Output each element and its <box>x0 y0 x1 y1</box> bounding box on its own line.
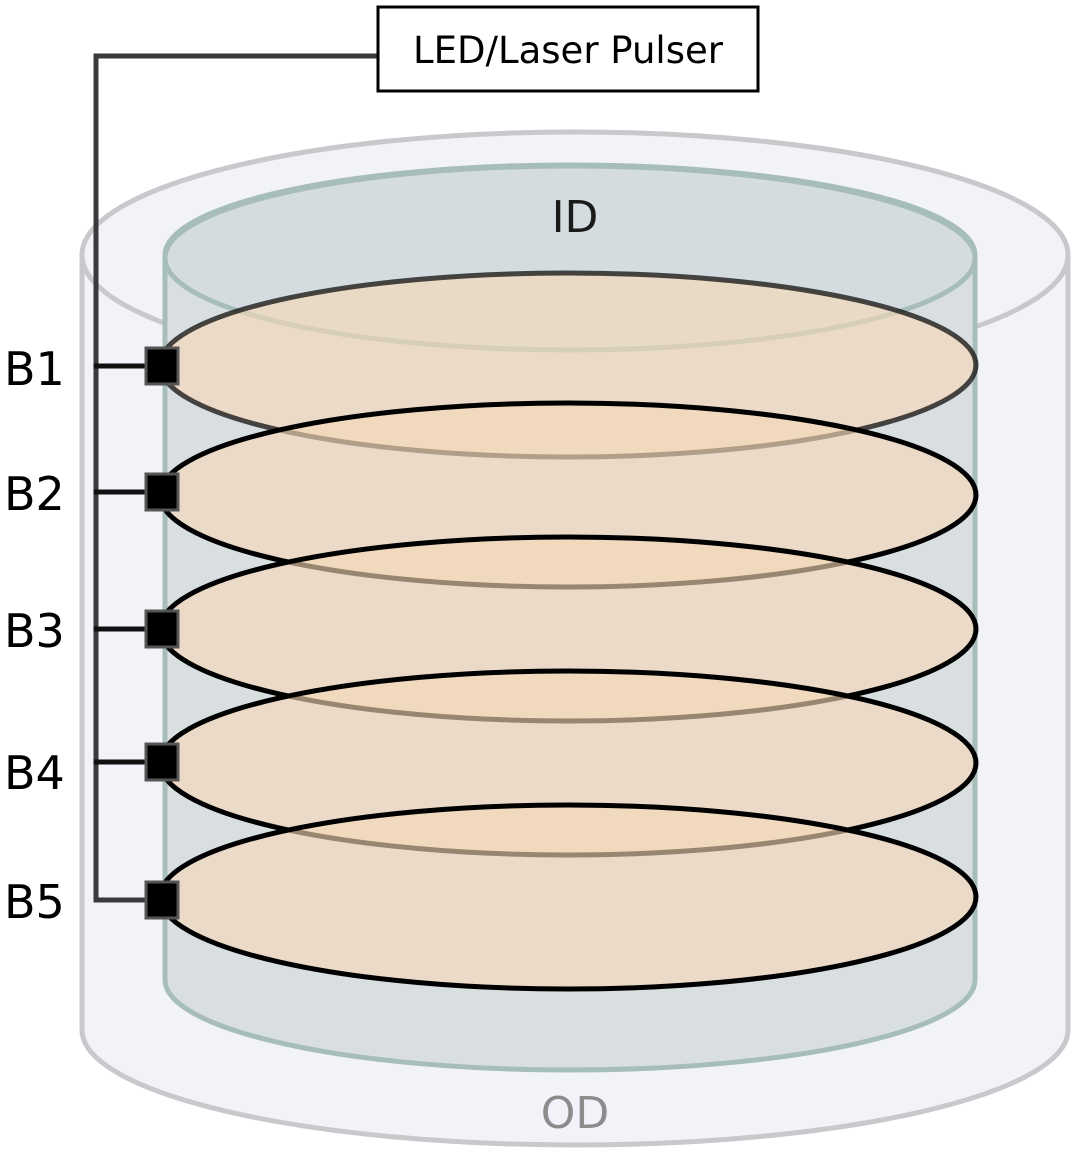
connectors <box>144 346 180 920</box>
pulser-label: LED/Laser Pulser <box>413 29 724 72</box>
fiber-wiring <box>93 53 381 903</box>
pulser-box: LED/Laser Pulser <box>376 5 760 93</box>
ball-labels: B1 B2 B3 B4 B5 <box>4 342 65 929</box>
ball-label-b5: B5 <box>4 875 65 929</box>
connector-b4 <box>144 742 180 782</box>
ball-label-b1: B1 <box>4 342 65 396</box>
ball-label-b3: B3 <box>4 604 65 658</box>
connector-b1 <box>144 346 180 386</box>
inner-detector-label: ID <box>552 192 599 243</box>
ball-label-b4: B4 <box>4 746 65 800</box>
connector-b3 <box>144 609 180 649</box>
pulser-box-frame <box>376 5 760 93</box>
disk-b5 <box>157 802 979 992</box>
ball-label-b2: B2 <box>4 467 65 521</box>
disk-stack <box>157 270 979 992</box>
outer-detector-label: OD <box>541 1088 610 1139</box>
trunk-wire <box>93 53 381 903</box>
connector-b5 <box>144 880 180 920</box>
connector-b2 <box>144 472 180 512</box>
